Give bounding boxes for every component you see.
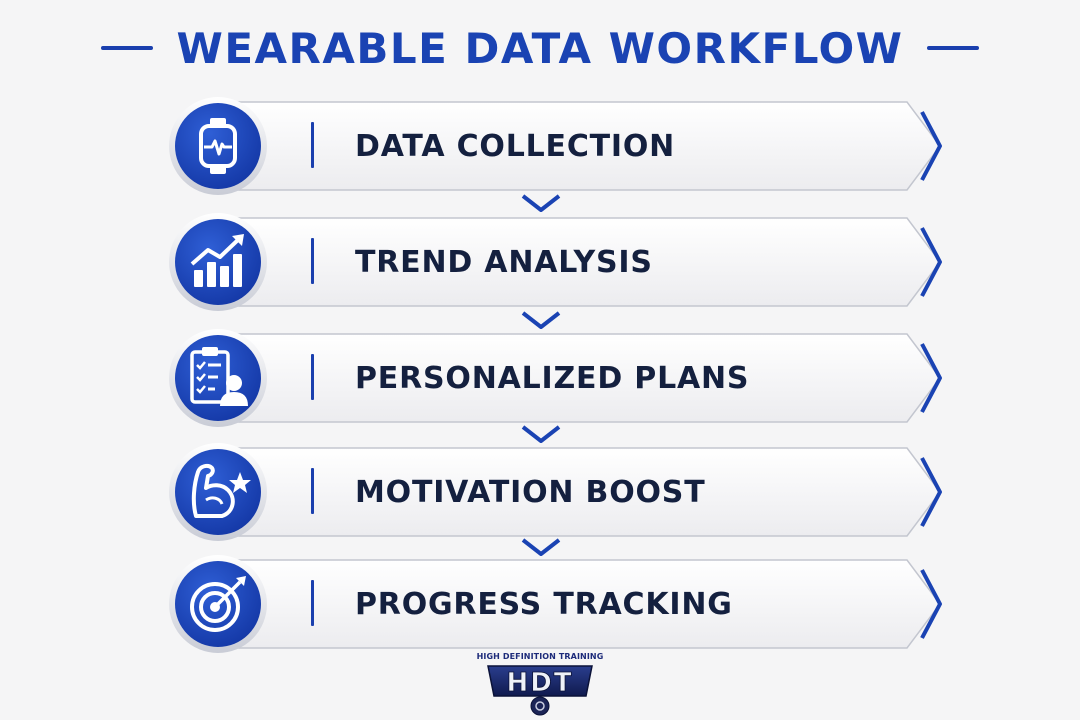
- smartwatch-heart-icon: [169, 97, 267, 195]
- step-label: TREND ANALYSIS: [355, 244, 653, 280]
- title-right-dash: [927, 46, 980, 50]
- chevron-down-icon: [521, 311, 561, 329]
- step-divider: [311, 468, 314, 514]
- flexed-arm-star-icon: [169, 443, 267, 541]
- clipboard-user-icon: [169, 329, 267, 427]
- workflow-step-data-collection: DATA COLLECTION: [162, 92, 952, 200]
- step-divider: [311, 122, 314, 168]
- bar-chart-up-arrow-icon: [169, 213, 267, 311]
- chevron-down-icon: [521, 194, 561, 212]
- workflow-step-progress-tracking: PROGRESS TRACKING: [162, 550, 952, 658]
- hdt-wordmark: HDT: [487, 665, 593, 716]
- title-left-dash: [100, 46, 153, 50]
- step-label: DATA COLLECTION: [355, 128, 676, 164]
- target-arrow-icon: [169, 555, 267, 653]
- workflow-step-personalized-plans: PERSONALIZED PLANS: [162, 324, 952, 432]
- step-label: PERSONALIZED PLANS: [355, 360, 750, 396]
- workflow-step-motivation-boost: MOTIVATION BOOST: [162, 438, 952, 546]
- workflow-step-trend-analysis: TREND ANALYSIS: [162, 208, 952, 316]
- logo-tagline: HIGH DEFINITION TRAINING: [476, 652, 604, 661]
- page-title: WEARABLE DATA WORKFLOW: [176, 23, 904, 73]
- step-label: MOTIVATION BOOST: [355, 474, 706, 510]
- chevron-down-icon: [521, 538, 561, 556]
- svg-text:HDT: HDT: [506, 668, 573, 698]
- step-card: [217, 559, 942, 649]
- step-divider: [311, 354, 314, 400]
- step-divider: [311, 238, 314, 284]
- hdt-logo: HIGH DEFINITION TRAINING HDT: [474, 650, 606, 720]
- step-label: PROGRESS TRACKING: [355, 586, 733, 622]
- chevron-down-icon: [521, 425, 561, 443]
- step-divider: [311, 580, 314, 626]
- header: WEARABLE DATA WORKFLOW: [0, 18, 1080, 78]
